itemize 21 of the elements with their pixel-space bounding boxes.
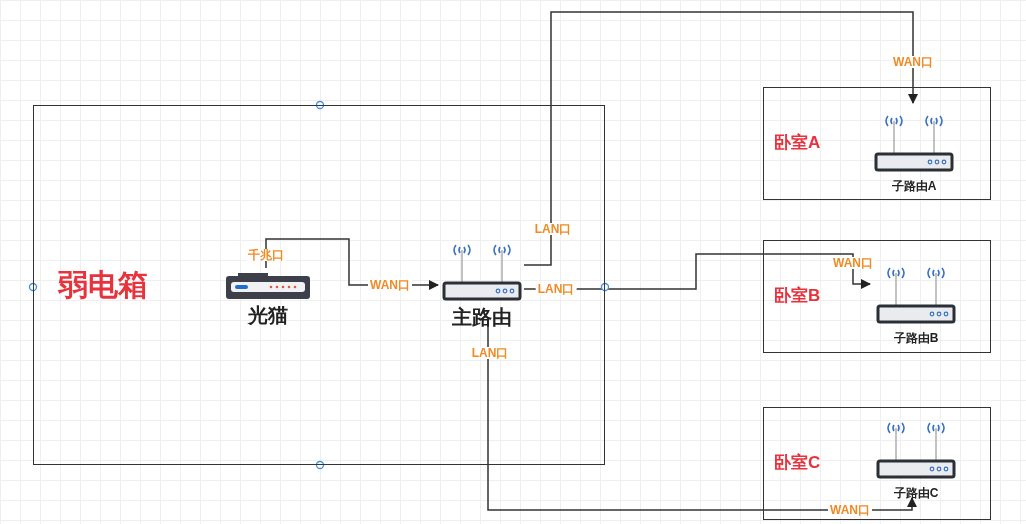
device-label: 主路由	[452, 307, 512, 327]
room-box	[763, 407, 991, 520]
room-box	[763, 240, 991, 353]
port-label: LAN口	[535, 283, 577, 295]
room-title: 卧室C	[774, 454, 821, 471]
connector-arrow	[523, 253, 871, 290]
device-label: 子路由A	[891, 180, 937, 192]
room-title: 卧室A	[774, 134, 821, 151]
connector-arrow	[487, 325, 917, 511]
cabinet-title: 弱电箱	[58, 270, 148, 300]
connector-arrow	[523, 11, 918, 266]
edge-label: WAN口	[828, 504, 872, 516]
port-label: 千兆口	[246, 249, 286, 261]
device-label: 子路由B	[893, 332, 939, 344]
room-box	[763, 87, 991, 200]
device-label: 光猫	[248, 305, 288, 325]
device-label: 子路由C	[893, 487, 939, 499]
edge-label: WAN口	[831, 257, 875, 269]
edge-label: WAN口	[368, 279, 412, 291]
room-title: 卧室B	[774, 287, 821, 304]
edge-label: WAN口	[891, 56, 935, 68]
